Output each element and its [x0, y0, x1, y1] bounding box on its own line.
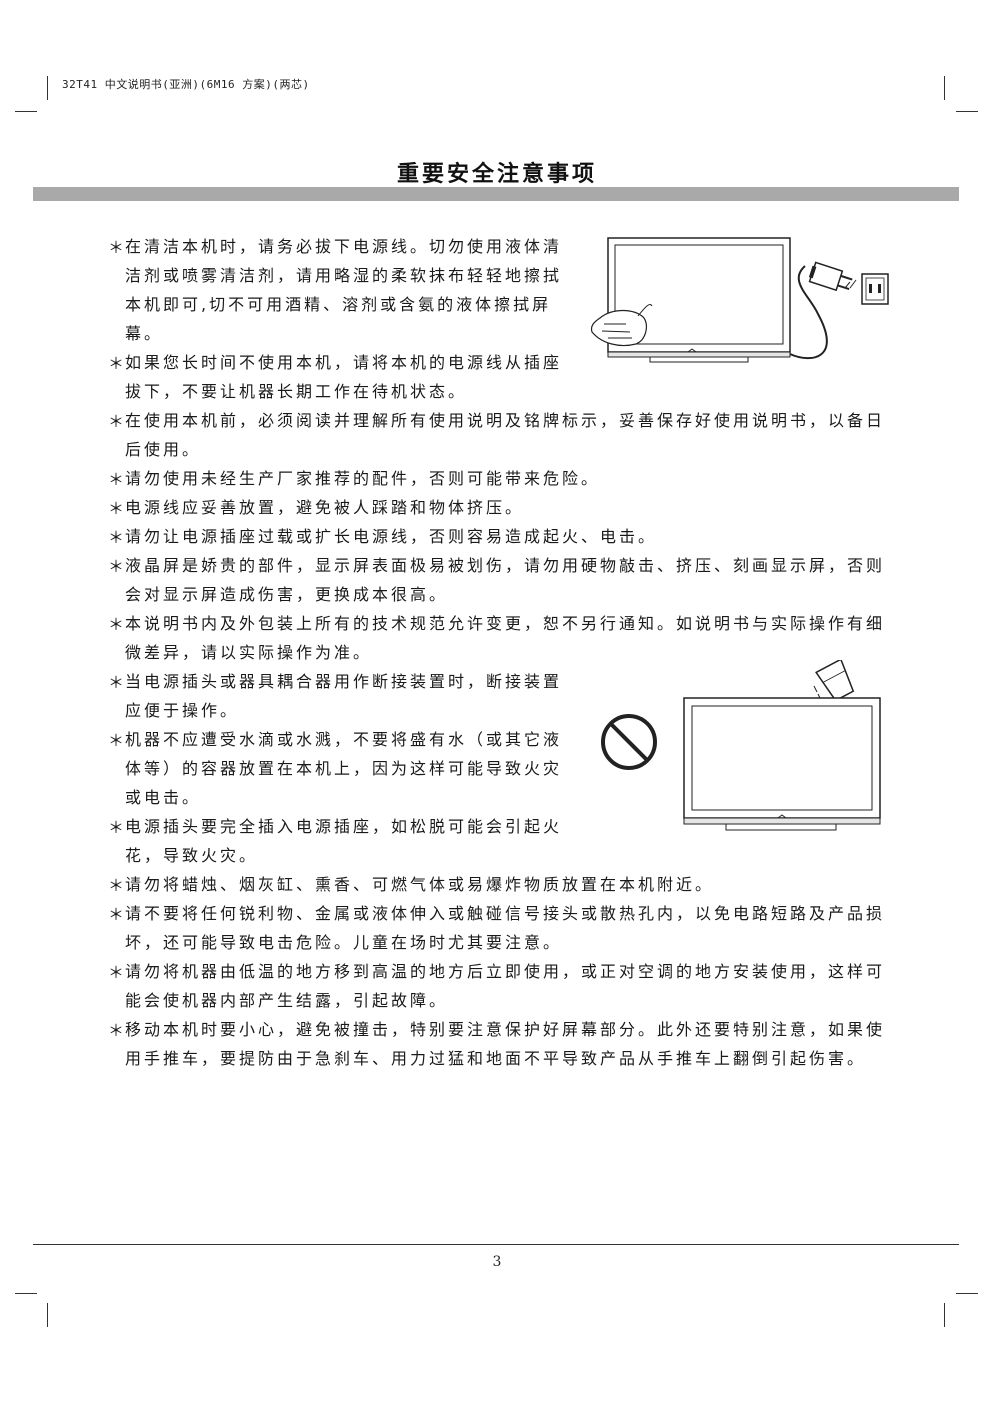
title-underline-bar: [33, 187, 959, 201]
list-item: ＊在使用本机前，必须阅读并理解所有使用说明及铭牌标示，妥善保存好使用说明书，以备…: [108, 406, 898, 464]
bullet-icon: ＊: [108, 557, 125, 576]
item-text: 如果您长时间不使用本机，请将本机的电源线从插座拔下，不要让机器长期工作在待机状态…: [125, 353, 563, 401]
list-item: ＊电源插头要完全插入电源插座，如松脱可能会引起火花，导致火灾。: [108, 812, 565, 870]
bullet-icon: ＊: [108, 1021, 125, 1040]
bullet-icon: ＊: [108, 354, 125, 373]
item-text: 请勿让电源插座过载或扩长电源线，否则容易造成起火、电击。: [125, 527, 658, 546]
page-number: 3: [492, 1254, 502, 1270]
tv-no-liquid-icon: [601, 660, 881, 831]
bullet-icon: ＊: [108, 673, 125, 692]
crop-mark: [944, 76, 945, 100]
item-text: 在使用本机前，必须阅读并理解所有使用说明及铭牌标示，妥善保存好使用说明书，以备日…: [125, 411, 886, 459]
item-text: 移动本机时要小心，避免被撞击，特别要注意保护好屏幕部分。此外还要特别注意，如果使…: [125, 1020, 886, 1068]
bullet-icon: ＊: [108, 528, 125, 547]
bullet-icon: ＊: [108, 905, 125, 924]
list-item: ＊请不要将任何锐利物、金属或液体伸入或触碰信号接头或散热孔内，以免电路短路及产品…: [108, 899, 898, 957]
document-header: 32T41 中文说明书(亚洲)(6M16 方案)(两芯): [62, 78, 310, 91]
bullet-icon: ＊: [108, 818, 125, 837]
footer-divider: [33, 1244, 959, 1245]
crop-mark: [47, 1303, 48, 1327]
crop-mark: [956, 1293, 978, 1294]
item-text: 电源插头要完全插入电源插座，如松脱可能会引起火花，导致火灾。: [125, 817, 563, 865]
item-text: 在清洁本机时，请务必拔下电源线。切勿使用液体清洁剂或喷雾清洁剂，请用略湿的柔软抹…: [125, 237, 563, 343]
list-item: ＊如果您长时间不使用本机，请将本机的电源线从插座拔下，不要让机器长期工作在待机状…: [108, 348, 565, 406]
item-text: 请勿使用未经生产厂家推荐的配件，否则可能带来危险。: [125, 469, 601, 488]
list-item: ＊请勿使用未经生产厂家推荐的配件，否则可能带来危险。: [108, 464, 898, 493]
item-text: 当电源插头或器具耦合器用作断接装置时，断接装置应便于操作。: [125, 672, 563, 720]
crop-mark: [15, 1293, 37, 1294]
list-item: ＊本说明书内及外包装上所有的技术规范允许变更，恕不另行通知。如说明书与实际操作有…: [108, 609, 898, 667]
item-text: 电源线应妥善放置，避免被人踩踏和物体挤压。: [125, 498, 525, 517]
item-text: 请勿将蜡烛、烟灰缸、熏香、可燃气体或易爆炸物质放置在本机附近。: [125, 875, 715, 894]
list-item: ＊当电源插头或器具耦合器用作断接装置时，断接装置应便于操作。: [108, 667, 565, 725]
bullet-icon: ＊: [108, 470, 125, 489]
bullet-icon: ＊: [108, 731, 125, 750]
item-text: 请不要将任何锐利物、金属或液体伸入或触碰信号接头或散热孔内，以免电路短路及产品损…: [125, 904, 886, 952]
tv-cleaning-unplug-icon: [590, 237, 889, 363]
crop-mark: [47, 76, 48, 100]
list-item: ＊请勿将蜡烛、烟灰缸、熏香、可燃气体或易爆炸物质放置在本机附近。: [108, 870, 898, 899]
item-text: 请勿将机器由低温的地方移到高温的地方后立即使用，或正对空调的地方安装使用，这样可…: [125, 962, 886, 1010]
list-item: ＊请勿将机器由低温的地方移到高温的地方后立即使用，或正对空调的地方安装使用，这样…: [108, 957, 898, 1015]
list-item: ＊移动本机时要小心，避免被撞击，特别要注意保护好屏幕部分。此外还要特别注意，如果…: [108, 1015, 898, 1073]
bullet-icon: ＊: [108, 615, 125, 634]
list-item: ＊机器不应遭受水滴或水溅，不要将盛有水（或其它液体等）的容器放置在本机上，因为这…: [108, 725, 565, 812]
list-item: ＊请勿让电源插座过载或扩长电源线，否则容易造成起火、电击。: [108, 522, 898, 551]
item-text: 液晶屏是娇贵的部件，显示屏表面极易被划伤，请勿用硬物敲击、挤压、刻画显示屏，否则…: [125, 556, 886, 604]
crop-mark: [15, 111, 37, 112]
list-item: ＊在清洁本机时，请务必拔下电源线。切勿使用液体清洁剂或喷雾清洁剂，请用略湿的柔软…: [108, 232, 565, 348]
item-text: 机器不应遭受水滴或水溅，不要将盛有水（或其它液体等）的容器放置在本机上，因为这样…: [125, 730, 563, 807]
list-item: ＊电源线应妥善放置，避免被人踩踏和物体挤压。: [108, 493, 898, 522]
item-text: 本说明书内及外包装上所有的技术规范允许变更，恕不另行通知。如说明书与实际操作有细…: [125, 614, 886, 662]
list-item: ＊液晶屏是娇贵的部件，显示屏表面极易被划伤，请勿用硬物敲击、挤压、刻画显示屏，否…: [108, 551, 898, 609]
crop-mark: [956, 111, 978, 112]
page-title: 重要安全注意事项: [396, 162, 597, 187]
bullet-icon: ＊: [108, 963, 125, 982]
bullet-icon: ＊: [108, 876, 125, 895]
crop-mark: [944, 1303, 945, 1327]
bullet-icon: ＊: [108, 238, 125, 257]
bullet-icon: ＊: [108, 412, 125, 431]
safety-list: ＊在清洁本机时，请务必拔下电源线。切勿使用液体清洁剂或喷雾清洁剂，请用略湿的柔软…: [108, 232, 898, 1073]
bullet-icon: ＊: [108, 499, 125, 518]
